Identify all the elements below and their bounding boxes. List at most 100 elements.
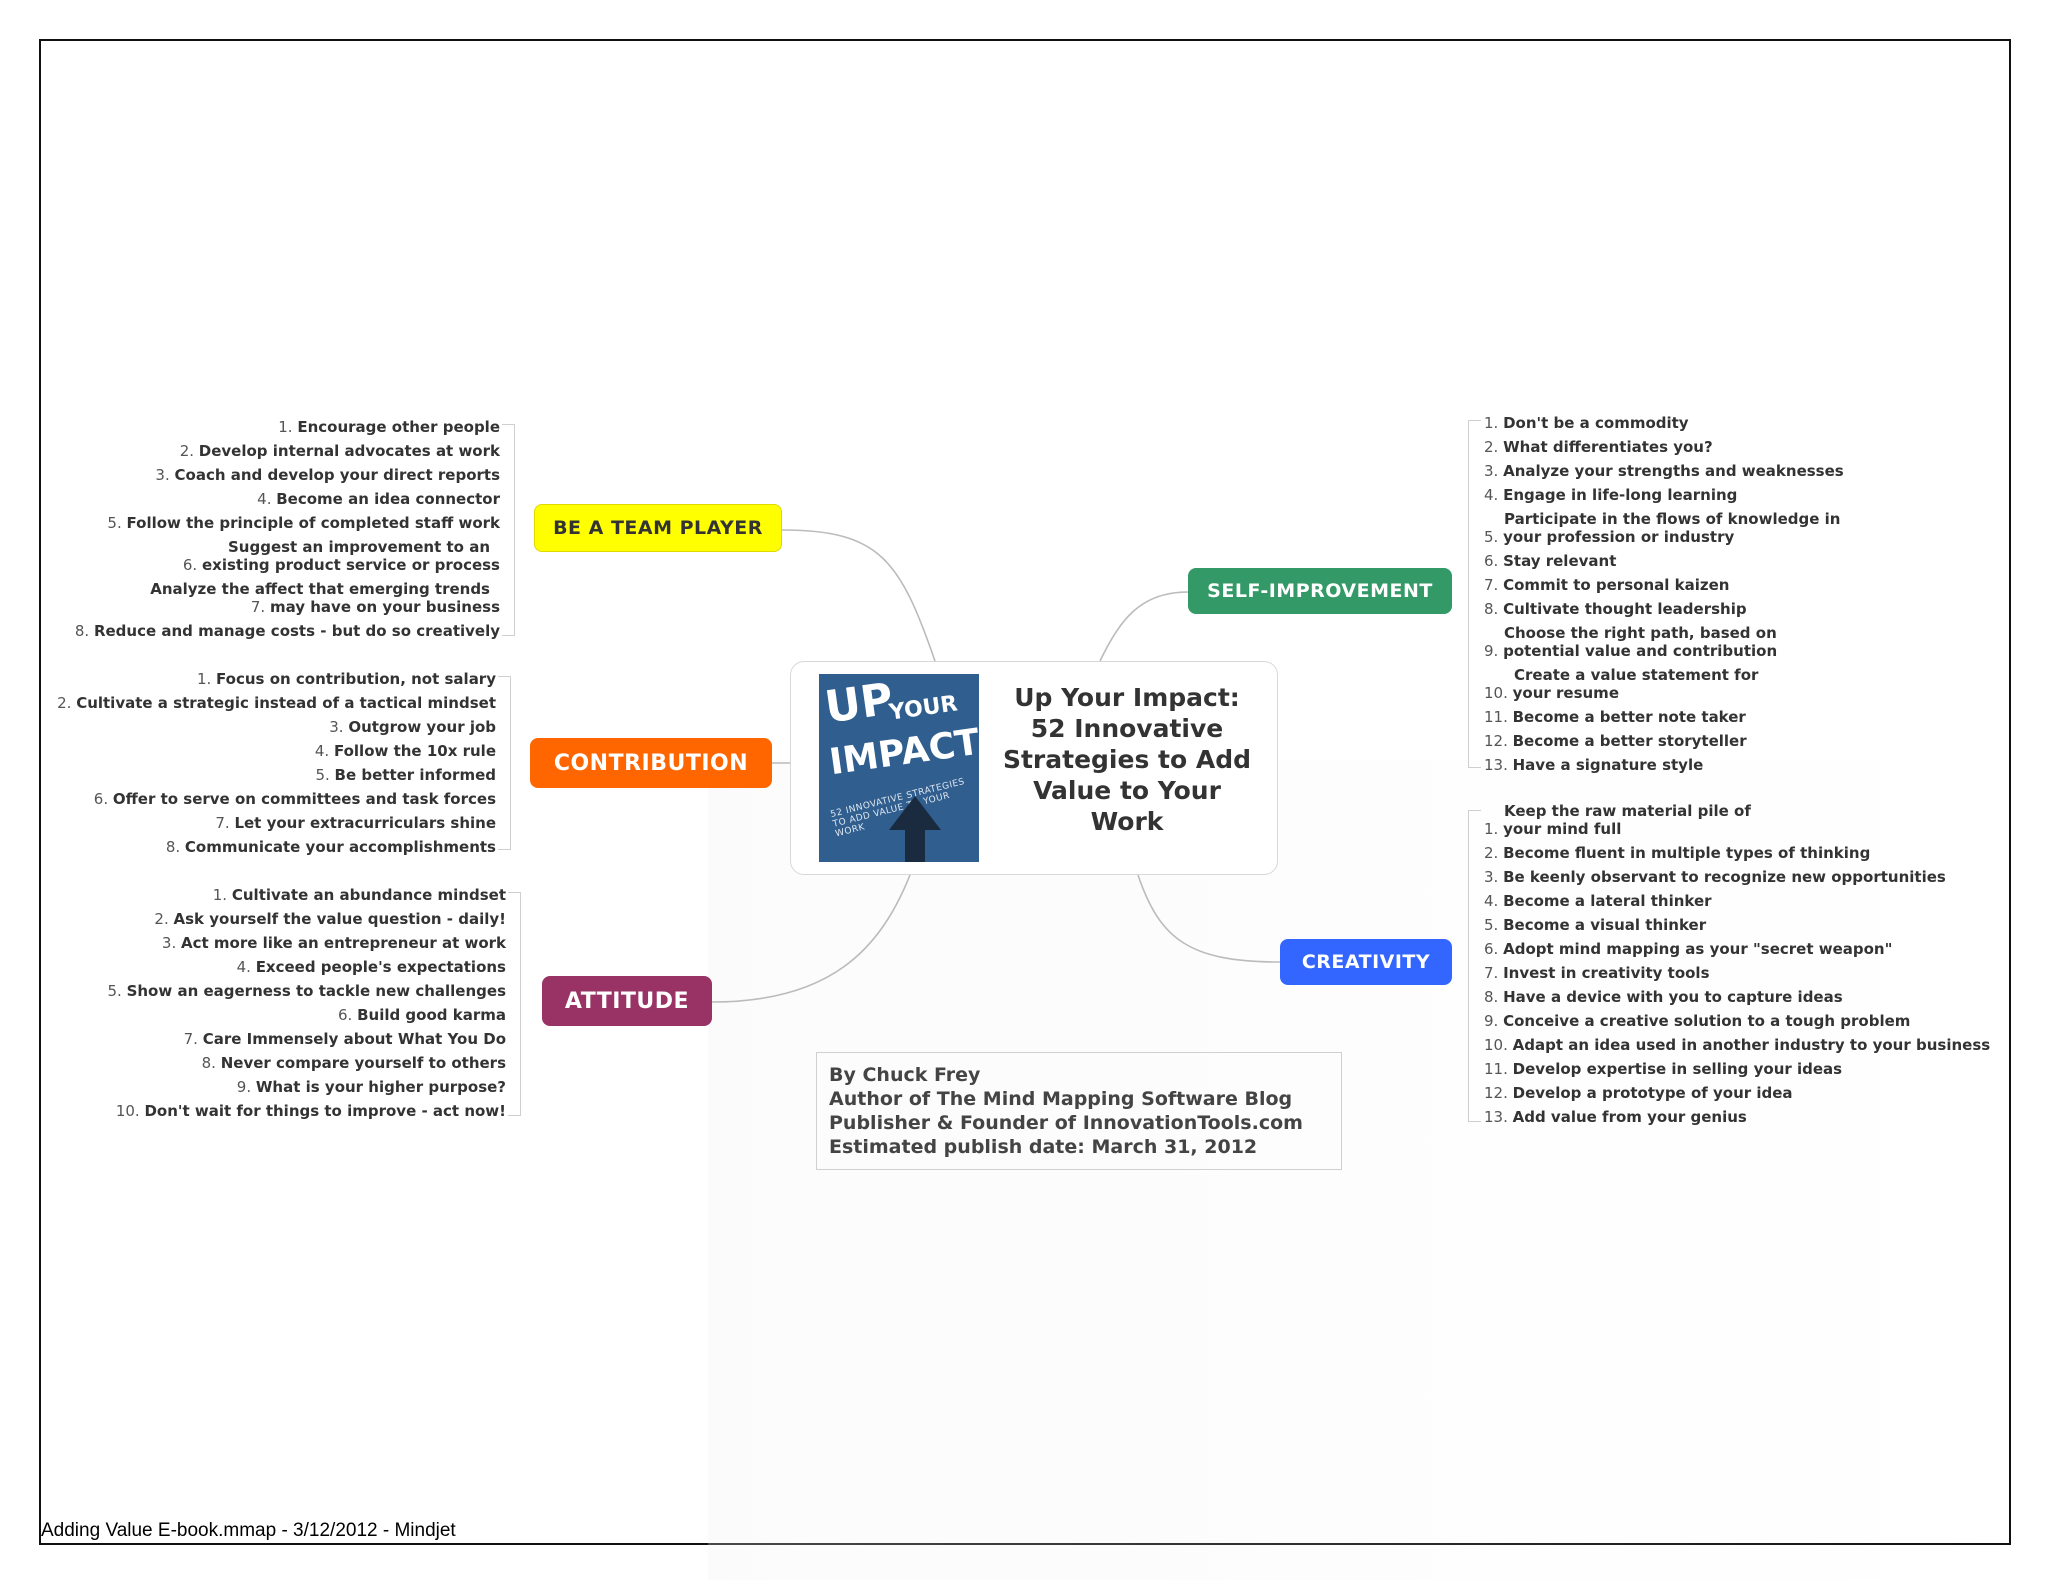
subtopic-number: 4. bbox=[315, 742, 334, 760]
branch-be-a-team-player[interactable]: BE A TEAM PLAYER bbox=[534, 504, 782, 552]
subtopic-item[interactable]: 3. Act more like an entrepreneur at work bbox=[162, 934, 506, 952]
subtopic-item[interactable]: 9. What is your higher purpose? bbox=[237, 1078, 506, 1096]
subtopic-item[interactable]: 7. Care Immensely about What You Do bbox=[184, 1030, 506, 1048]
subtopic-number: 10. bbox=[116, 1102, 145, 1120]
subtopic-item[interactable]: 5. Become a visual thinker bbox=[1484, 916, 1706, 934]
subtopic-item[interactable]: 8. Communicate your accomplishments bbox=[166, 838, 496, 856]
subtopic-item[interactable]: 1. Encourage other people bbox=[278, 418, 500, 436]
subtopic-text-line1: Create a value statement for bbox=[1514, 666, 1758, 684]
subtopic-item[interactable]: 8. Never compare yourself to others bbox=[202, 1054, 506, 1072]
subtopic-number: 1. bbox=[1484, 820, 1503, 838]
subtopic-number: 9. bbox=[1484, 642, 1503, 660]
subtopic-text: Become a better storyteller bbox=[1513, 732, 1747, 750]
book-cover-image: UP YOUR IMPACT 52 INNOVATIVE STRATEGIES … bbox=[819, 674, 979, 862]
subtopic-item[interactable]: 3. Outgrow your job bbox=[329, 718, 496, 736]
subtopic-item[interactable]: 2. Ask yourself the value question - dai… bbox=[154, 910, 506, 928]
attitude-items-bracket bbox=[508, 892, 521, 1116]
subtopic-item[interactable]: 4. Follow the 10x rule bbox=[315, 742, 496, 760]
subtopic-text: Offer to serve on committees and task fo… bbox=[113, 790, 496, 808]
subtopic-text: Encourage other people bbox=[297, 418, 500, 436]
subtopic-item[interactable]: 8. Reduce and manage costs - but do so c… bbox=[75, 622, 500, 640]
subtopic-item[interactable]: 13. Add value from your genius bbox=[1484, 1108, 1747, 1126]
subtopic-item[interactable]: 4. Engage in life-long learning bbox=[1484, 486, 1737, 504]
subtopic-item[interactable]: 2. Develop internal advocates at work bbox=[180, 442, 500, 460]
subtopic-text: Let your extracurriculars shine bbox=[234, 814, 496, 832]
subtopic-text: Add value from your genius bbox=[1513, 1108, 1747, 1126]
subtopic-item[interactable]: 11. Become a better note taker bbox=[1484, 708, 1746, 726]
subtopic-item[interactable]: 7. may have on your business bbox=[251, 598, 500, 616]
subtopic-item[interactable]: 1. your mind full bbox=[1484, 820, 1621, 838]
author-info-box[interactable]: By Chuck Frey Author of The Mind Mapping… bbox=[816, 1052, 1342, 1170]
subtopic-item[interactable]: 6. Build good karma bbox=[338, 1006, 506, 1024]
subtopic-item[interactable]: 8. Cultivate thought leadership bbox=[1484, 600, 1747, 618]
subtopic-item[interactable]: 5. your profession or industry bbox=[1484, 528, 1734, 546]
subtopic-item[interactable]: 5. Be better informed bbox=[315, 766, 496, 784]
subtopic-item[interactable]: 13. Have a signature style bbox=[1484, 756, 1703, 774]
branch-attitude[interactable]: ATTITUDE bbox=[542, 976, 712, 1026]
subtopic-item[interactable]: 7. Let your extracurriculars shine bbox=[215, 814, 496, 832]
subtopic-text: Be keenly observant to recognize new opp… bbox=[1503, 868, 1946, 886]
subtopic-item[interactable]: 12. Develop a prototype of your idea bbox=[1484, 1084, 1793, 1102]
subtopic-item[interactable]: 1. Don't be a commodity bbox=[1484, 414, 1689, 432]
subtopic-text: existing product service or process bbox=[202, 556, 500, 574]
subtopic-text-line1: Analyze the affect that emerging trends bbox=[150, 580, 490, 598]
subtopic-item[interactable]: 6. Offer to serve on committees and task… bbox=[94, 790, 496, 808]
subtopic-text-line1: Choose the right path, based on bbox=[1504, 624, 1777, 642]
subtopic-item[interactable]: 10. Adapt an idea used in another indust… bbox=[1484, 1036, 1990, 1054]
subtopic-number: 3. bbox=[1484, 462, 1503, 480]
subtopic-number: 2. bbox=[1484, 844, 1503, 862]
branch-self-improvement[interactable]: SELF-IMPROVEMENT bbox=[1188, 568, 1452, 614]
subtopic-item[interactable]: 4. Exceed people's expectations bbox=[237, 958, 506, 976]
subtopic-item[interactable]: 6. Adopt mind mapping as your "secret we… bbox=[1484, 940, 1892, 958]
subtopic-item[interactable]: 3. Be keenly observant to recognize new … bbox=[1484, 868, 1946, 886]
subtopic-text: Have a device with you to capture ideas bbox=[1503, 988, 1843, 1006]
subtopic-item[interactable]: 4. Become an idea connector bbox=[257, 490, 500, 508]
subtopic-item[interactable]: 5. Show an eagerness to tackle new chall… bbox=[107, 982, 506, 1000]
subtopic-item[interactable]: 2. Cultivate a strategic instead of a ta… bbox=[57, 694, 496, 712]
subtopic-item[interactable]: 7. Invest in creativity tools bbox=[1484, 964, 1710, 982]
subtopic-number: 11. bbox=[1484, 1060, 1513, 1078]
subtopic-item[interactable]: 8. Have a device with you to capture ide… bbox=[1484, 988, 1843, 1006]
subtopic-text: Be better informed bbox=[335, 766, 496, 784]
subtopic-item[interactable]: 6. Stay relevant bbox=[1484, 552, 1616, 570]
subtopic-number: 5. bbox=[107, 514, 126, 532]
branch-creativity[interactable]: CREATIVITY bbox=[1280, 939, 1452, 985]
subtopic-item[interactable]: 7. Commit to personal kaizen bbox=[1484, 576, 1729, 594]
subtopic-item[interactable]: 6. existing product service or process bbox=[183, 556, 500, 574]
subtopic-item[interactable]: 3. Analyze your strengths and weaknesses bbox=[1484, 462, 1844, 480]
subtopic-number: 8. bbox=[202, 1054, 221, 1072]
subtopic-item[interactable]: 12. Become a better storyteller bbox=[1484, 732, 1747, 750]
creativity-items-bracket bbox=[1468, 810, 1481, 1122]
subtopic-number: 3. bbox=[1484, 868, 1503, 886]
subtopic-item[interactable]: 1. Focus on contribution, not salary bbox=[197, 670, 496, 688]
subtopic-item[interactable]: 9. Conceive a creative solution to a tou… bbox=[1484, 1012, 1910, 1030]
central-topic[interactable]: UP YOUR IMPACT 52 INNOVATIVE STRATEGIES … bbox=[790, 661, 1278, 875]
subtopic-text: Adapt an idea used in another industry t… bbox=[1513, 1036, 1991, 1054]
central-title-line: Value to Your bbox=[987, 775, 1267, 806]
author-line: Author of The Mind Mapping Software Blog bbox=[829, 1087, 1329, 1111]
subtopic-item[interactable]: 2. What differentiates you? bbox=[1484, 438, 1713, 456]
subtopic-item[interactable]: 9. potential value and contribution bbox=[1484, 642, 1777, 660]
subtopic-text: Cultivate an abundance mindset bbox=[232, 886, 506, 904]
branch-contribution[interactable]: CONTRIBUTION bbox=[530, 738, 772, 788]
subtopic-item[interactable]: 3. Coach and develop your direct reports bbox=[155, 466, 500, 484]
central-title-line: Strategies to Add bbox=[987, 744, 1267, 775]
subtopic-item[interactable]: 1. Cultivate an abundance mindset bbox=[213, 886, 506, 904]
subtopic-item[interactable]: 4. Become a lateral thinker bbox=[1484, 892, 1712, 910]
subtopic-number: 5. bbox=[1484, 528, 1503, 546]
subtopic-number: 13. bbox=[1484, 1108, 1513, 1126]
subtopic-item[interactable]: 10. Don't wait for things to improve - a… bbox=[116, 1102, 506, 1120]
subtopic-text: Develop a prototype of your idea bbox=[1513, 1084, 1793, 1102]
subtopic-item[interactable]: 10. your resume bbox=[1484, 684, 1619, 702]
subtopic-text-line1: Suggest an improvement to an bbox=[228, 538, 490, 556]
subtopic-text-line1: Keep the raw material pile of bbox=[1504, 802, 1751, 820]
subtopic-item[interactable]: 5. Follow the principle of completed sta… bbox=[107, 514, 500, 532]
subtopic-number: 4. bbox=[257, 490, 276, 508]
subtopic-item[interactable]: 11. Develop expertise in selling your id… bbox=[1484, 1060, 1842, 1078]
cover-up-text: UP bbox=[822, 674, 896, 733]
subtopic-number: 7. bbox=[251, 598, 270, 616]
subtopic-number: 4. bbox=[1484, 892, 1503, 910]
subtopic-item[interactable]: 2. Become fluent in multiple types of th… bbox=[1484, 844, 1870, 862]
subtopic-text: Build good karma bbox=[357, 1006, 506, 1024]
subtopic-number: 1. bbox=[213, 886, 232, 904]
